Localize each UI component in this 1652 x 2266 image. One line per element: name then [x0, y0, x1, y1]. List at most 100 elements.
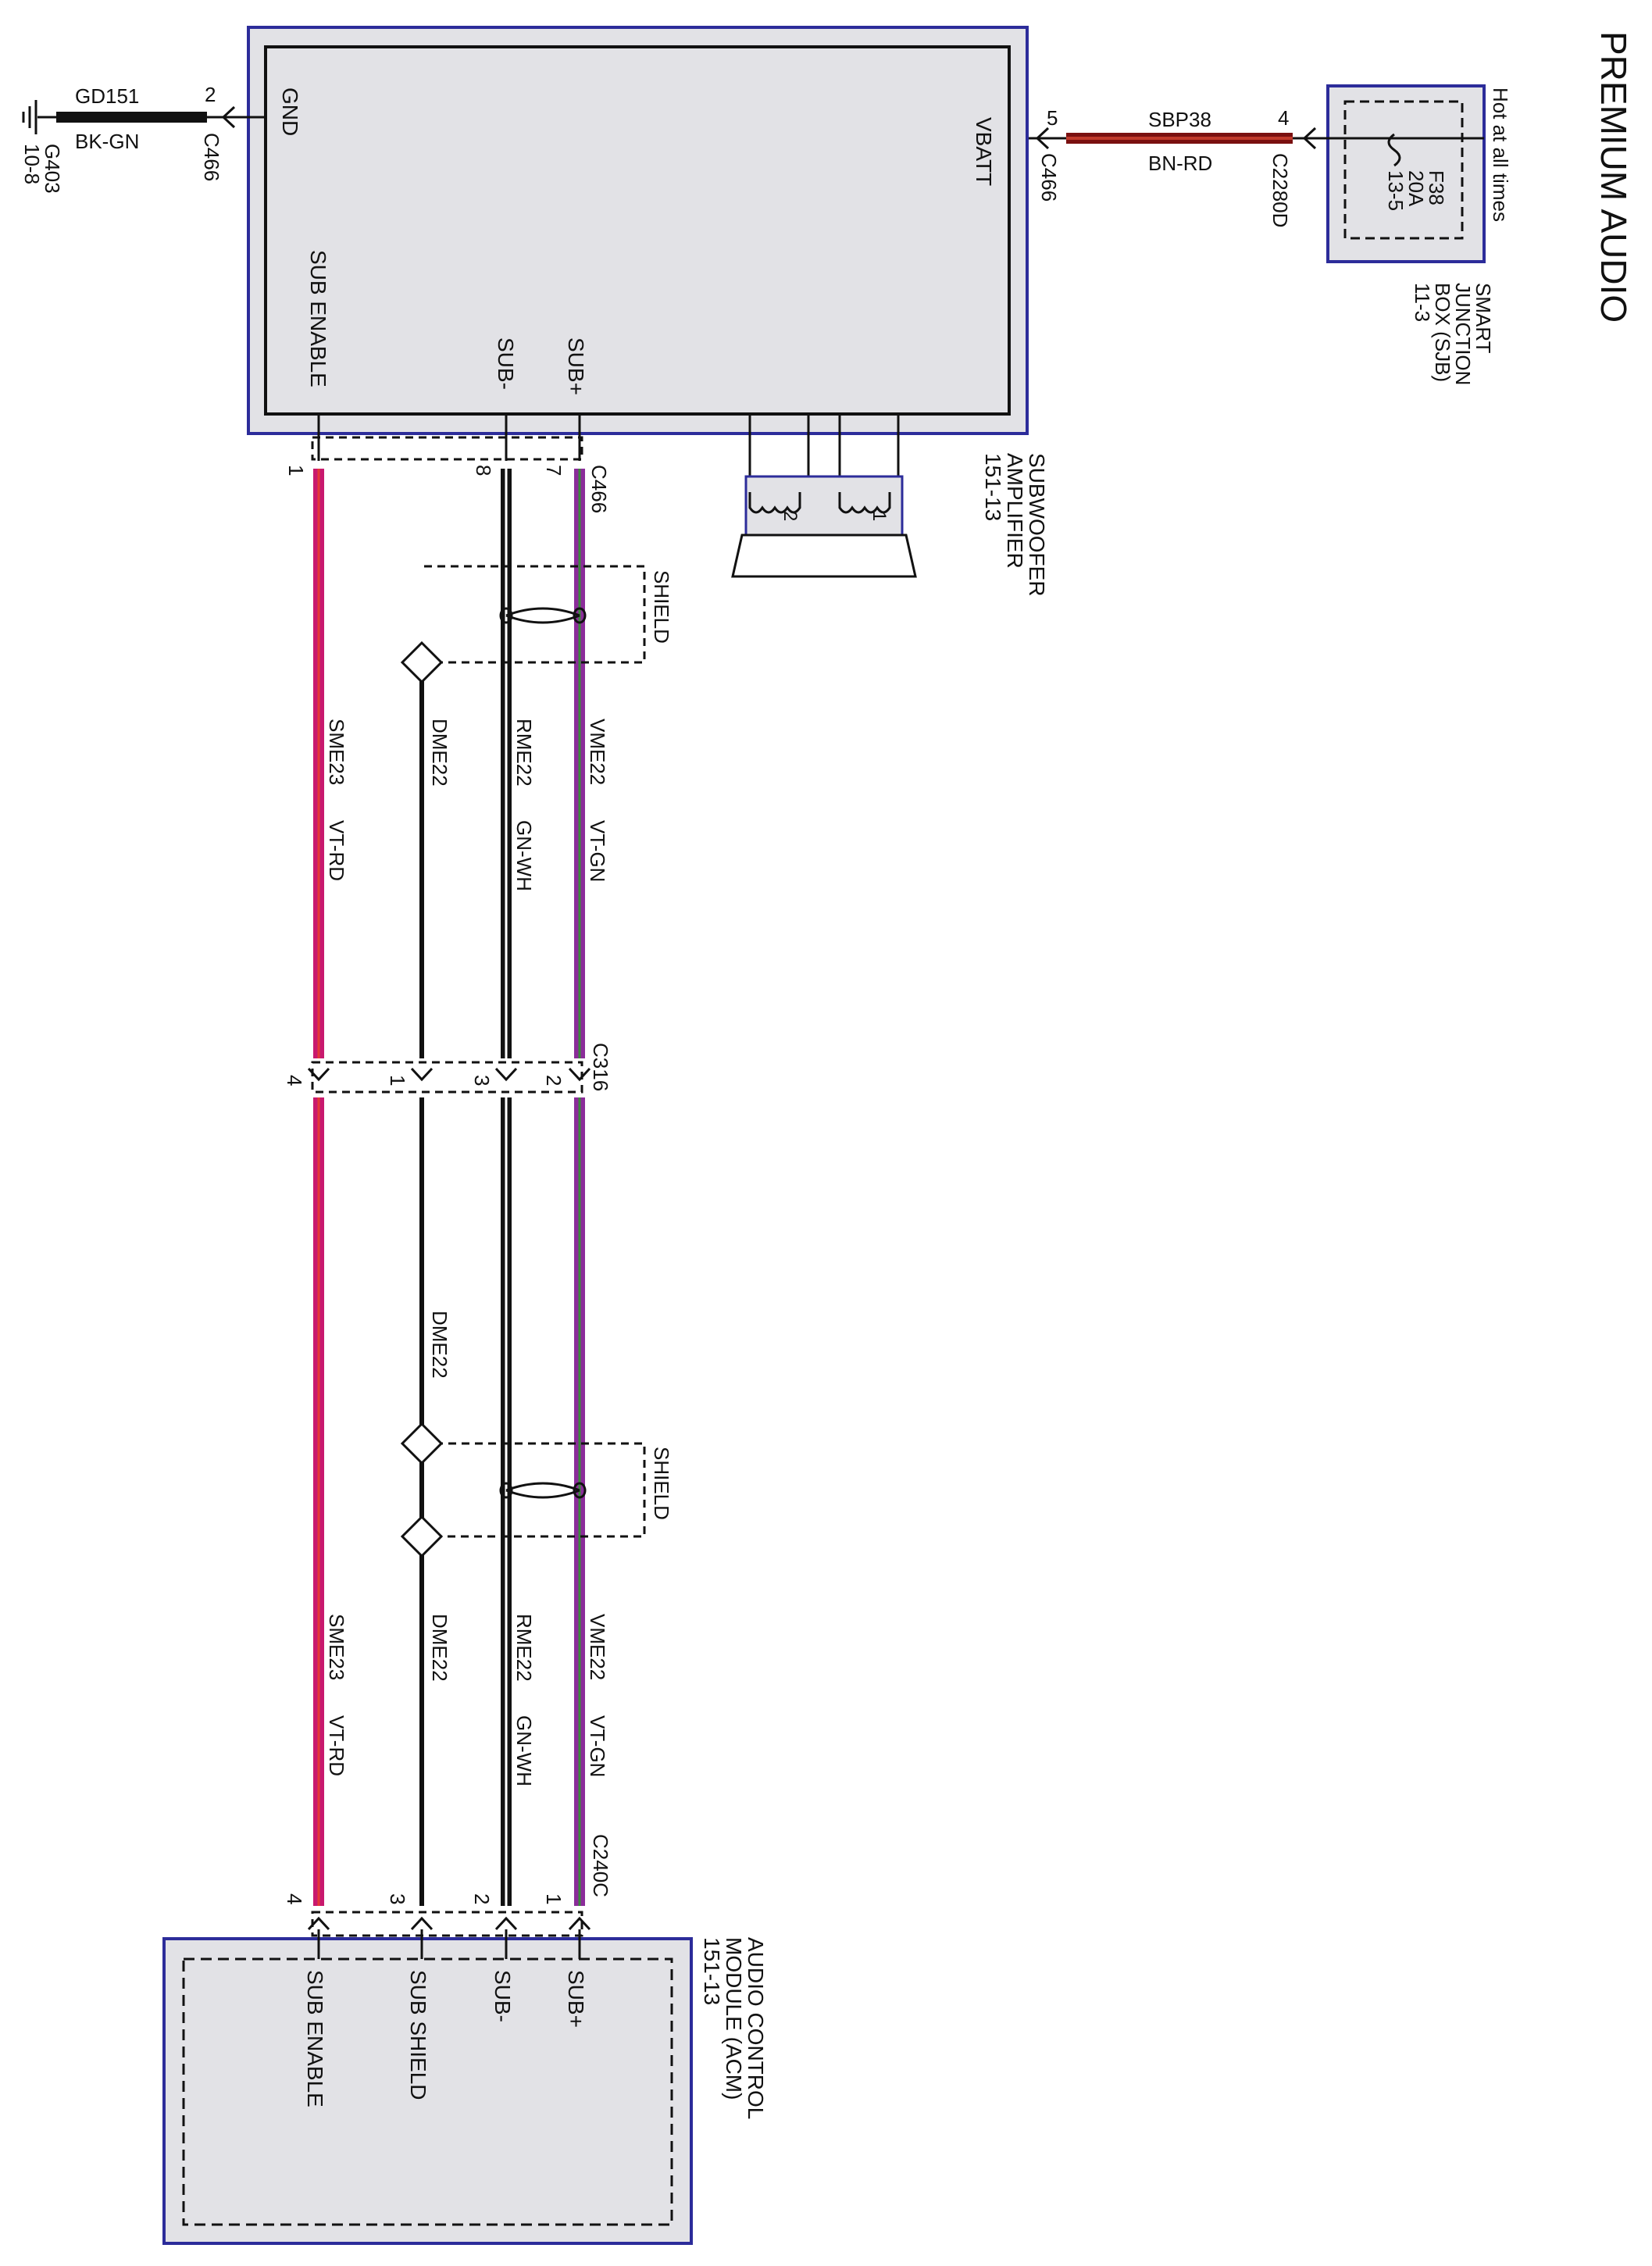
amp-name-line1: SUBWOOFER: [1025, 453, 1049, 597]
c240c-dme-arrow: [410, 1916, 434, 1931]
c466-pin7-label: 7: [542, 465, 566, 476]
smart-junction-box: F38 20A 13-5 Hot at all times SMART JUNC…: [1312, 84, 1512, 385]
shield-upper-label: SHIELD: [650, 570, 673, 644]
acm-outer-box: [162, 1937, 693, 2245]
vme22-lower-circuit: VME22: [586, 1614, 609, 1680]
shield-drain-splice-lower-1: [400, 1422, 444, 1465]
c466-pin8-label: 8: [472, 465, 495, 476]
c240c-pin3-label: 3: [386, 1893, 409, 1904]
c240c-pin4-label: 4: [283, 1893, 306, 1904]
c240c-pin1-label: 1: [542, 1893, 566, 1904]
c466-pin2-label: 2: [205, 83, 216, 106]
c240c-rme-arrow: [494, 1916, 518, 1931]
shield-drain-splice-lower-2: [400, 1515, 444, 1558]
acm-sub-shield-label: SUB SHIELD: [406, 1970, 430, 2100]
c466-pin5-label: 5: [1047, 106, 1058, 130]
shield-upper: SHIELD: [400, 565, 673, 684]
c240c-connector-label: C240C: [589, 1834, 612, 1897]
sjb-name-line1: SMART: [1472, 283, 1495, 354]
twisted-pair-upper-icon: [505, 607, 580, 624]
g403-label: G403: [41, 144, 64, 194]
speaker-terminal-box: [744, 475, 904, 537]
c316-pin3-label: 3: [470, 1075, 494, 1086]
c316-pin1-label: 1: [386, 1075, 409, 1086]
fuse-label: F38: [1425, 170, 1448, 205]
power-wire-sbp38: SBP38 BN-RD 4 C2280D 5 C466: [1027, 106, 1328, 227]
c466-connector-outline: [311, 436, 583, 461]
subwoofer-amplifier: VBATT GND SUB+ SUB- SUB ENABLE SUBWOOFER…: [247, 26, 1049, 597]
c2280d-connector-label: C2280D: [1268, 153, 1292, 227]
ground-icon: [22, 100, 37, 134]
c316-vme-arrow: [568, 1067, 591, 1082]
speaker-coil-2-label: 2: [780, 511, 801, 521]
rme22-upper-circuit: RME22: [512, 719, 536, 787]
audio-control-module: SUB+ SUB- SUB SHIELD SUB ENABLE AUDIO CO…: [162, 1929, 768, 2245]
c2280d-pin-arrow: [1302, 127, 1317, 150]
rme22-lower-color: GN-WH: [512, 1715, 536, 1786]
amp-sub-enable-label: SUB ENABLE: [306, 250, 330, 387]
amp-vbatt-label: VBATT: [972, 117, 996, 186]
c316-connector-outline: [311, 1061, 583, 1094]
hot-at-all-times-label: Hot at all times: [1489, 87, 1512, 222]
c240c-vme-arrow: [568, 1916, 591, 1931]
c316-sme-arrow: [307, 1067, 330, 1082]
gd151-color-label: BK-GN: [75, 130, 139, 153]
sme23-upper-color: VT-RD: [325, 820, 348, 881]
c466-vbatt-connector-label: C466: [1037, 153, 1061, 202]
dme22-lower-circuit: DME22: [428, 1614, 451, 1682]
c2280d-pin-label: 4: [1278, 106, 1289, 130]
vme22-upper-circuit: VME22: [586, 719, 609, 785]
sme23-lower-circuit: SME23: [325, 1614, 348, 1680]
shield-upper-dashed: [422, 565, 646, 664]
c316-rme-arrow: [494, 1067, 518, 1082]
vme22-upper-color: VT-GN: [586, 820, 609, 882]
acm-name-line1: AUDIO CONTROL: [744, 1937, 768, 2119]
sbp38-color-label: BN-RD: [1148, 152, 1212, 175]
amp-name-line2: AMPLIFIER: [1003, 453, 1027, 569]
acm-sub-minus-label: SUB-: [491, 1970, 515, 2022]
twisted-pair-lower-icon: [505, 1482, 580, 1499]
vme22-lower-color: VT-GN: [586, 1715, 609, 1777]
twist-upper-left: [499, 607, 513, 624]
sme23-upper-circuit: SME23: [325, 719, 348, 785]
amp-sub-minus-label: SUB-: [494, 337, 518, 390]
speaker-coil-2-icon: [748, 492, 801, 514]
gd151-circuit-label: GD151: [75, 84, 139, 108]
acm-sub-enable-label: SUB ENABLE: [303, 1970, 327, 2107]
subwoofer-speaker: 2 1: [731, 414, 917, 578]
c240c-pin2-label: 2: [470, 1893, 494, 1904]
g403-ref-label: 10-8: [20, 144, 44, 184]
c316-pin4-label: 4: [283, 1075, 306, 1086]
dme22-mid-circuit: DME22: [428, 1311, 451, 1379]
sjb-name-line3: BOX (SJB): [1431, 283, 1454, 382]
amp-sub-plus-label: SUB+: [564, 337, 588, 395]
c316-connector: C316 2 3 1 4: [283, 1043, 612, 1091]
c240c-connector: C240C 1 2 3 4: [283, 1834, 612, 1931]
speaker-coil-1-label: 1: [869, 511, 890, 521]
c240c-sme-arrow: [307, 1916, 330, 1931]
shield-lower-label: SHIELD: [650, 1447, 673, 1520]
amp-gnd-label: GND: [278, 87, 302, 136]
c466-pin5-arrow: [1035, 127, 1050, 150]
c466-signal-connector-label: C466: [587, 465, 611, 513]
shield-lower: SHIELD: [400, 1422, 673, 1558]
rme22-lower-circuit: RME22: [512, 1614, 536, 1682]
c240c-connector-outline: [311, 1911, 583, 1937]
shield-lower-dashed: [422, 1442, 646, 1538]
c466-gnd-connector-label: C466: [200, 133, 223, 181]
c316-pin2-label: 2: [542, 1075, 566, 1086]
twist-lower-left: [499, 1482, 513, 1499]
c466-pin2-arrow: [221, 105, 236, 129]
c466-pin1-label: 1: [284, 465, 308, 476]
speaker-cone-icon: [731, 533, 917, 578]
rme22-upper-color: GN-WH: [512, 820, 536, 891]
sbp38-circuit-label: SBP38: [1148, 108, 1211, 131]
shield-drain-splice-upper: [400, 641, 444, 684]
sjb-inner-dashed: [1343, 100, 1464, 240]
acm-ref-label: 151-13: [700, 1937, 724, 2005]
fuse-rating-label: 20A: [1404, 170, 1428, 207]
fuse-ref-label: 13-5: [1384, 170, 1408, 211]
sjb-ref-label: 11-3: [1411, 283, 1434, 322]
sjb-box: [1326, 84, 1486, 263]
